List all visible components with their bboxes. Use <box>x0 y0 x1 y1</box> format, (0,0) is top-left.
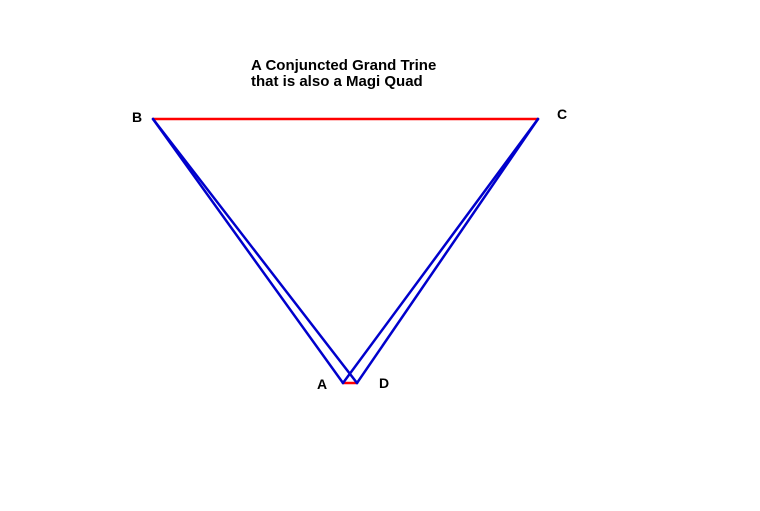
aspect-lines <box>151 117 540 385</box>
label-d: D <box>379 375 389 391</box>
line-b-d <box>151 117 359 385</box>
line-c-a <box>341 117 540 385</box>
line-c-d <box>355 117 540 385</box>
label-c: C <box>557 106 567 122</box>
point-labels: B C A D <box>132 106 567 392</box>
title-line-2: that is also a Magi Quad <box>251 73 423 90</box>
diagram-title: A Conjuncted Grand Trine that is also a … <box>251 57 436 90</box>
label-a: A <box>317 376 327 392</box>
label-b: B <box>132 109 142 125</box>
line-b-a <box>151 117 345 385</box>
title-line-1: A Conjuncted Grand Trine <box>251 57 436 74</box>
